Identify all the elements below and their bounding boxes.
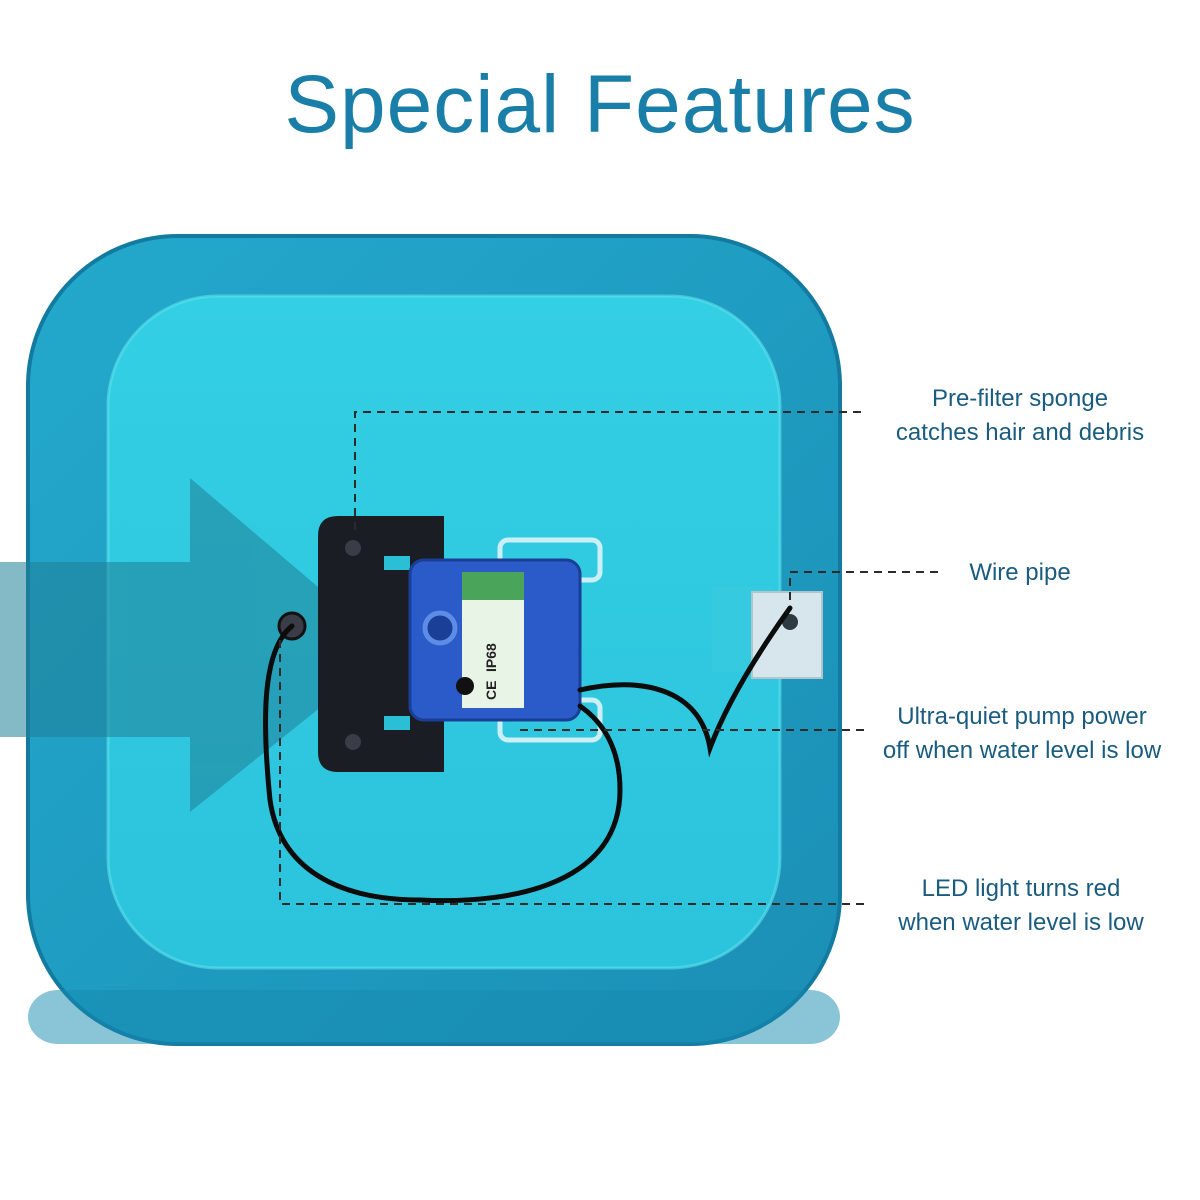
callout-led-light: LED light turns red when water level is … xyxy=(876,872,1166,940)
callout-line: off when water level is low xyxy=(882,737,1162,764)
callout-line: LED light turns red xyxy=(921,875,1121,902)
pump-rating-text: IP68 xyxy=(483,643,499,672)
callout-guide-lines xyxy=(279,411,942,905)
page-title: Special Features xyxy=(284,59,916,150)
pump-mark-text: CE xyxy=(483,681,499,700)
callout-wire-pipe: Wire pipe xyxy=(940,556,1100,590)
callout-line: Pre-filter sponge xyxy=(931,385,1109,412)
wire-pipe-icon xyxy=(712,586,823,679)
callout-ultra-quiet-pump: Ultra-quiet pump power off when water le… xyxy=(862,700,1182,768)
pump-icon: IP68 CE xyxy=(408,558,582,722)
callout-line: Wire pipe xyxy=(969,559,1071,586)
flow-arrow-icon xyxy=(0,478,392,812)
callout-line: catches hair and debris xyxy=(895,419,1145,446)
bowl-rim-shadow xyxy=(28,990,840,1044)
callout-line: Ultra-quiet pump power xyxy=(897,703,1147,730)
power-cable xyxy=(262,605,793,904)
callout-line: when water level is low xyxy=(898,909,1144,936)
callout-pre-filter-sponge: Pre-filter sponge catches hair and debri… xyxy=(880,382,1160,450)
